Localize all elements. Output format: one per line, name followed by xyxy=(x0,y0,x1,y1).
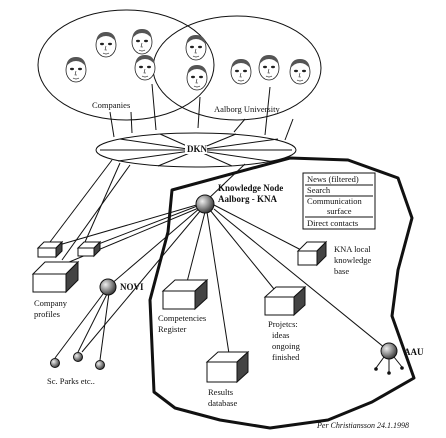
companies-label: Companies xyxy=(92,100,130,110)
aalborg-university-label: Aalborg University xyxy=(214,104,280,114)
face-to-dkn-lines xyxy=(109,83,294,141)
person-face-icon xyxy=(134,54,156,81)
dkn-ellipse xyxy=(95,132,297,168)
connection-lines xyxy=(49,159,386,361)
sc-park-node-icon xyxy=(50,358,60,368)
kna-local-knowledge-box xyxy=(296,240,328,267)
service-direct-contacts: Direct contacts xyxy=(307,218,358,228)
novi-label: NOVI xyxy=(120,282,144,292)
aau-label: AAU xyxy=(404,347,424,357)
person-face-icon xyxy=(289,58,311,85)
dkn-label: DKN xyxy=(187,144,208,154)
service-search: Search xyxy=(307,185,331,195)
results-database-box xyxy=(205,350,250,384)
projects-label-4: finished xyxy=(272,352,300,362)
kna-local-label-1: KNA local xyxy=(334,244,371,254)
company-profiles-label-1: Company xyxy=(34,298,68,308)
person-face-icon xyxy=(186,64,208,91)
company-box-small-1 xyxy=(36,240,64,259)
person-face-icon xyxy=(258,54,280,81)
sc-park-node-icon xyxy=(73,352,83,362)
competencies-register-box xyxy=(161,278,209,311)
company-profiles-label-2: profiles xyxy=(34,309,60,319)
projects-label-3: ongoing xyxy=(272,341,301,351)
person-face-icon xyxy=(65,56,87,83)
novi-node-icon xyxy=(99,278,117,296)
kna-region-boundary xyxy=(148,156,416,430)
services-box: News (filtered) Search Communication sur… xyxy=(302,172,376,230)
aau-node-icon xyxy=(380,342,398,360)
knowledge-node-label-2: Aalborg - KNA xyxy=(218,194,277,204)
competencies-label-2: Register xyxy=(158,324,186,334)
person-face-icon xyxy=(230,58,252,85)
company-profiles-box xyxy=(31,260,80,294)
person-face-icon xyxy=(131,28,153,55)
company-box-small-2 xyxy=(76,240,102,258)
projects-label-1: Projetcs: xyxy=(268,319,298,329)
kna-local-label-2: knowledge xyxy=(334,255,372,265)
person-face-icon xyxy=(185,34,207,61)
service-news: News (filtered) xyxy=(307,174,359,184)
service-communication: Communication xyxy=(307,196,363,206)
results-label-2: database xyxy=(208,398,237,408)
projects-label-2: ideas xyxy=(272,330,289,340)
projects-box xyxy=(263,285,307,317)
results-label-1: Results xyxy=(208,387,233,397)
sc-parks-label: Sc. Parks etc.. xyxy=(47,376,95,386)
companies-ellipse xyxy=(37,9,215,121)
kna-node-icon xyxy=(195,194,215,214)
knowledge-node-label-1: Knowledge Node xyxy=(218,183,283,193)
service-surface: surface xyxy=(327,206,352,216)
competencies-label-1: Competencies xyxy=(158,313,206,323)
aau-legs xyxy=(375,356,403,372)
person-face-icon xyxy=(95,31,117,58)
sc-park-node-icon xyxy=(95,360,105,370)
kna-local-label-3: base xyxy=(334,266,349,276)
author-credit: Per Christiansson 24.1.1998 xyxy=(316,421,409,430)
